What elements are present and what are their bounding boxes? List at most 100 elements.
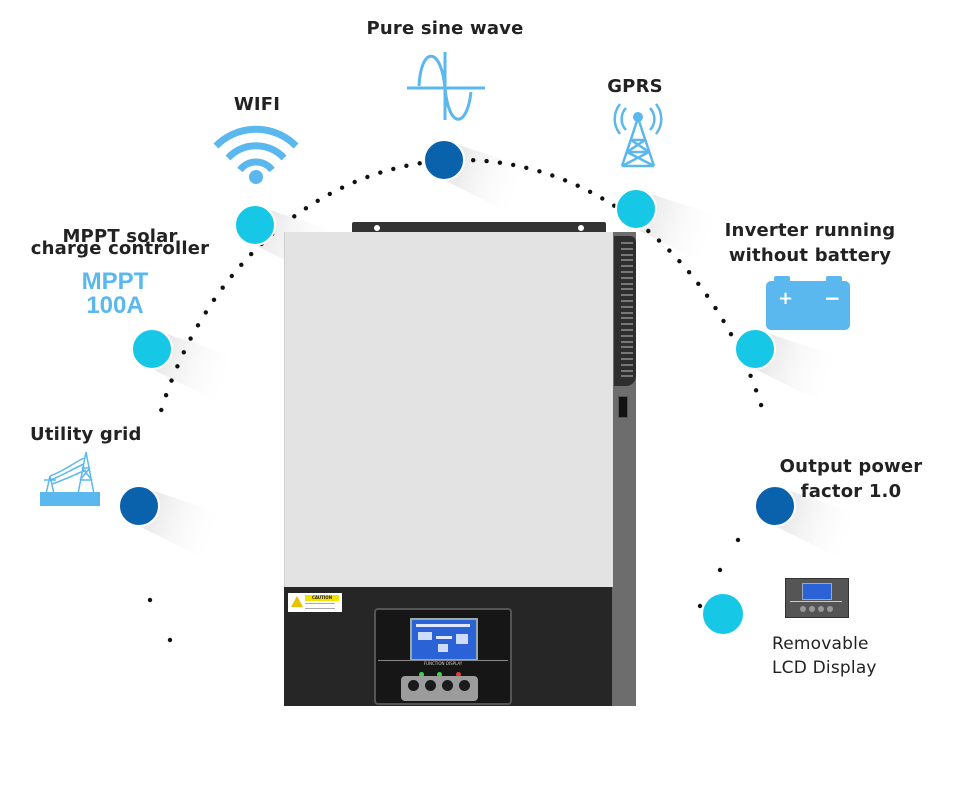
arc-dot <box>721 318 726 324</box>
enter-button[interactable] <box>459 680 470 691</box>
lcd-screen <box>410 618 478 661</box>
arc-dot <box>147 597 153 603</box>
arc-dot <box>537 169 542 174</box>
arc-dot <box>211 297 217 302</box>
vent-slat <box>621 375 633 378</box>
arc-dot <box>550 173 555 178</box>
vent-slat <box>621 369 633 372</box>
arc-dot <box>471 158 476 163</box>
wifi-icon <box>213 125 299 184</box>
node-shadow <box>636 189 726 269</box>
vent-slat <box>621 276 633 279</box>
caution-text: CAUTION <box>305 595 339 601</box>
arc-dot <box>391 166 396 172</box>
arc-dot <box>365 174 370 180</box>
arc-dot <box>239 262 244 267</box>
node-mppt <box>131 328 173 370</box>
node-shadow <box>444 140 534 220</box>
arc-dot <box>417 161 422 166</box>
arc-dot <box>327 191 332 197</box>
vent-slat <box>621 300 633 302</box>
vent-slat <box>621 358 633 360</box>
arc-dot <box>704 293 710 298</box>
arc-dot <box>339 185 345 190</box>
node-lcd <box>701 592 745 636</box>
arc-dot <box>159 407 164 413</box>
utility-grid-label: Utility grid <box>30 424 142 445</box>
vent-slat <box>621 311 633 314</box>
warning-icon <box>291 596 303 607</box>
vent-slat <box>621 363 633 366</box>
arc-dot <box>188 336 193 341</box>
arc-dot <box>656 238 662 243</box>
up-button[interactable] <box>425 680 436 691</box>
led-fault <box>456 672 461 677</box>
esc-button[interactable] <box>408 680 419 691</box>
power-switch <box>618 396 628 418</box>
node-pure-sine-wave <box>423 139 465 181</box>
mppt-label-line1: MPPT solar <box>62 226 178 247</box>
arc-dot <box>352 179 357 185</box>
arc-dot <box>753 388 759 393</box>
arc-dot <box>497 160 503 165</box>
arc-dot <box>167 637 173 643</box>
vent-slat <box>621 305 633 308</box>
arc-dot <box>484 158 489 164</box>
arc-dot <box>511 162 516 168</box>
vent-slat <box>621 259 633 262</box>
no-battery-label-line2: without battery <box>728 245 892 266</box>
arc-dot <box>696 281 701 286</box>
mounting-bracket <box>352 222 606 235</box>
node-shadow <box>755 329 845 409</box>
arc-dot <box>249 251 254 257</box>
vent-slat <box>621 346 633 349</box>
arc-dot <box>717 567 723 573</box>
arc-dot <box>575 183 580 188</box>
arc-dot <box>315 198 320 203</box>
vent-slat <box>621 282 633 285</box>
mppt-label-line2: charge controller <box>30 238 210 259</box>
power-pylon-icon <box>40 451 100 506</box>
arc-dot <box>404 163 409 168</box>
arc-dot <box>600 196 605 201</box>
keypad <box>401 676 478 701</box>
arc-dot <box>646 228 651 234</box>
arc-dot <box>667 248 672 253</box>
node-power-factor <box>754 485 796 527</box>
led-chg <box>437 672 442 677</box>
wifi-label: WIFI <box>233 94 281 115</box>
vent-slat <box>621 294 633 297</box>
vent-slat <box>621 323 633 326</box>
gprs-label: GPRS <box>607 76 663 97</box>
arc-dot <box>686 270 692 275</box>
arc-dot <box>303 206 309 211</box>
vent-slat <box>621 340 633 343</box>
arc-dot <box>758 402 764 408</box>
down-button[interactable] <box>442 680 453 691</box>
arc-dot <box>728 332 734 337</box>
arc-dot <box>677 259 682 264</box>
power-factor-label-line2: factor 1.0 <box>800 481 902 502</box>
vent-slat <box>621 334 633 337</box>
vent-slat <box>621 317 633 320</box>
vent-slat <box>621 265 633 268</box>
no-battery-label-line1: Inverter running <box>724 220 896 241</box>
arc-dot <box>175 364 180 369</box>
battery-icon: + − <box>766 276 850 330</box>
arc-dot <box>195 323 201 328</box>
vent-slat <box>621 352 633 355</box>
sine-wave-icon <box>407 52 485 121</box>
arc-dot <box>524 165 529 170</box>
inverter-front-cover <box>284 232 613 587</box>
vent-slat <box>621 242 633 244</box>
node-shadow <box>152 329 242 409</box>
arc-dot <box>163 393 169 398</box>
vent-grille <box>614 236 636 386</box>
function-display-caption: FUNCTION DISPLAY <box>378 660 508 667</box>
node-gprs <box>615 188 657 230</box>
arc-dot <box>169 378 174 383</box>
battery-plus: + <box>778 288 794 309</box>
mppt-badge-line1: MPPT <box>81 268 149 295</box>
node-wifi <box>234 204 276 246</box>
